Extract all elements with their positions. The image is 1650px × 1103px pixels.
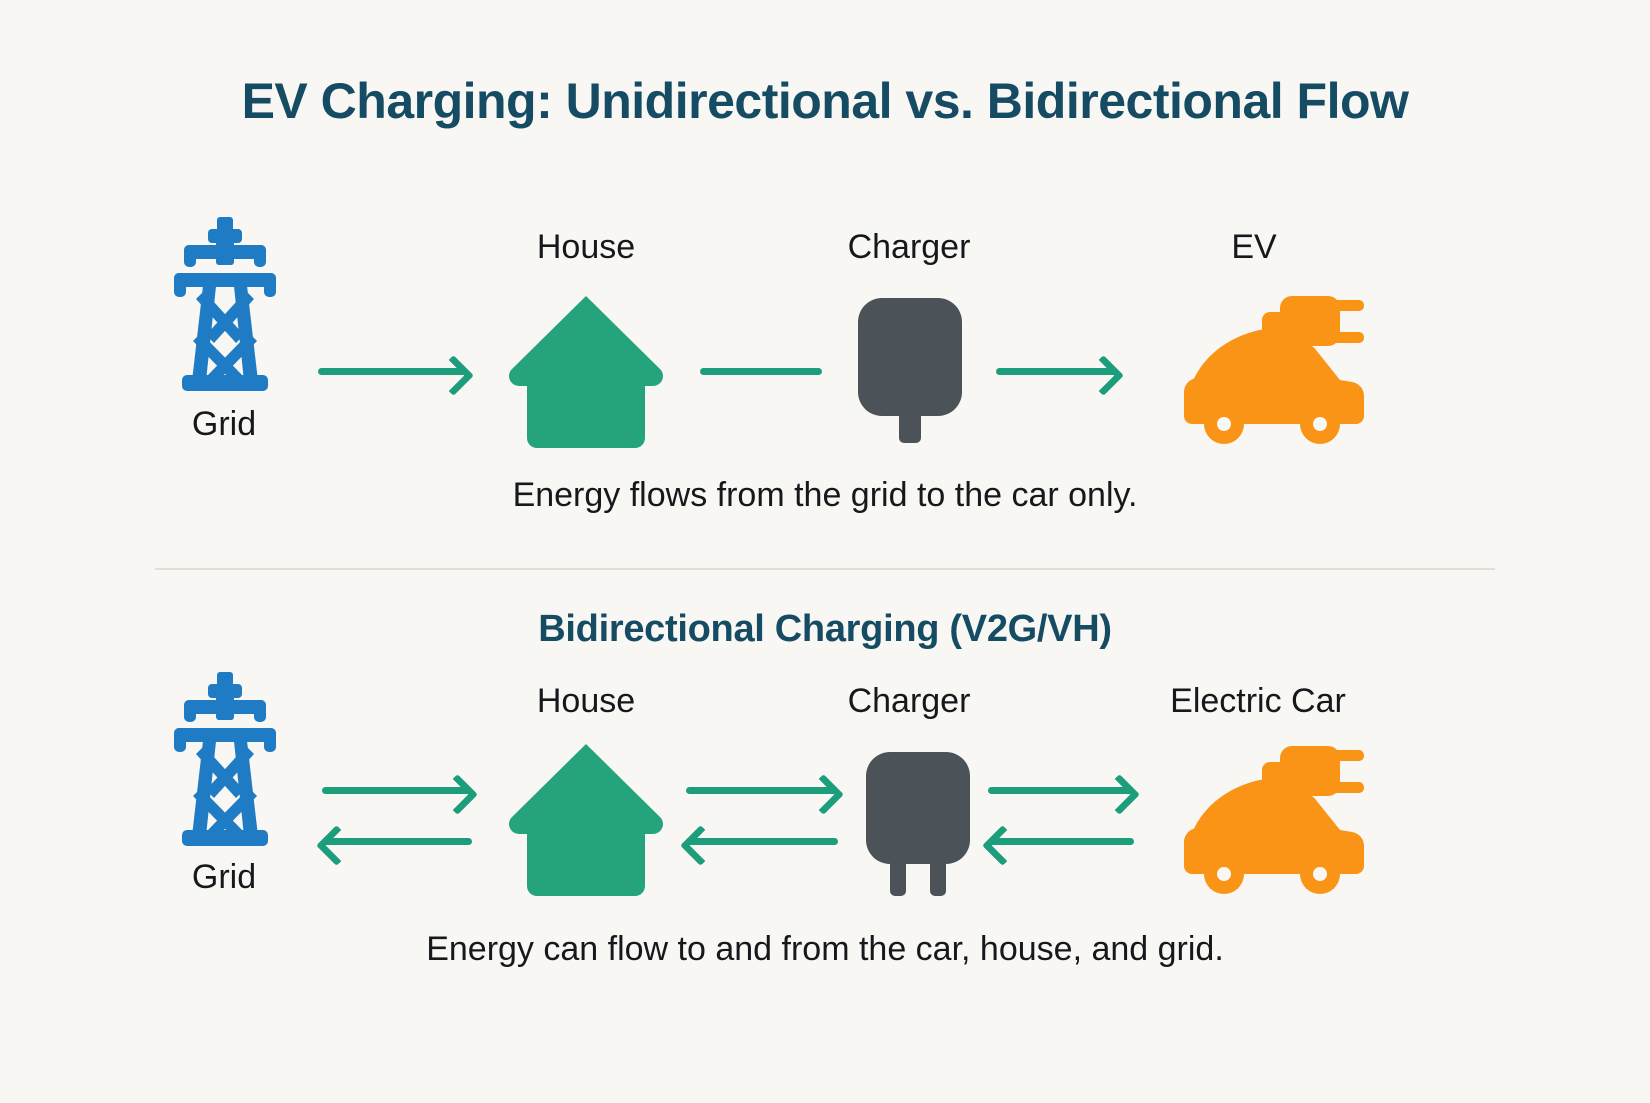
house-icon (505, 740, 667, 897)
grid-label-top: Grid (191, 405, 257, 443)
arrowhead-right-icon (432, 354, 475, 396)
connector-charger-to-house-reverse (679, 824, 838, 866)
house-icon (505, 292, 667, 449)
house-label-top: House (536, 228, 636, 266)
connector-house-to-charger-forward (686, 773, 845, 815)
house-label-bottom: House (536, 682, 636, 720)
connector-grid-to-house-top (318, 354, 475, 396)
arrowhead-right-icon (1082, 354, 1125, 396)
section-divider (155, 568, 1495, 570)
grid-label-bottom: Grid (191, 858, 257, 896)
arrowhead-right-icon (436, 773, 479, 815)
connector-house-to-charger-top (700, 368, 822, 376)
power-tower-icon (170, 670, 280, 850)
wall-charger-icon (858, 298, 962, 443)
connector-charger-to-car-forward (988, 773, 1141, 815)
connector-car-to-charger-reverse (981, 824, 1134, 866)
electric-car-label-bottom: Electric Car (1170, 682, 1346, 720)
arrowhead-right-icon (802, 773, 845, 815)
arrowhead-right-icon (1098, 773, 1141, 815)
section-heading-bidirectional: Bidirectional Charging (V2G/VH) (538, 608, 1112, 650)
charger-label-top: Charger (847, 228, 971, 266)
arrowhead-left-icon (679, 824, 722, 866)
arrowhead-left-icon (981, 824, 1024, 866)
connector-house-to-grid-reverse (315, 824, 472, 866)
page-title: EV Charging: Unidirectional vs. Bidirect… (241, 73, 1409, 129)
power-tower-icon (170, 215, 280, 395)
caption-unidirectional: Energy flows from the grid to the car on… (512, 476, 1138, 514)
ev-label-top: EV (1231, 228, 1277, 266)
charger-label-bottom: Charger (847, 682, 971, 720)
connector-charger-to-ev-top (996, 354, 1125, 396)
wall-charger-icon (866, 752, 970, 897)
arrowhead-left-icon (315, 824, 358, 866)
caption-bidirectional: Energy can flow to and from the car, hou… (426, 930, 1224, 968)
electric-car-icon (1162, 288, 1372, 448)
connector-grid-to-house-forward (322, 773, 479, 815)
electric-car-icon (1162, 738, 1372, 898)
